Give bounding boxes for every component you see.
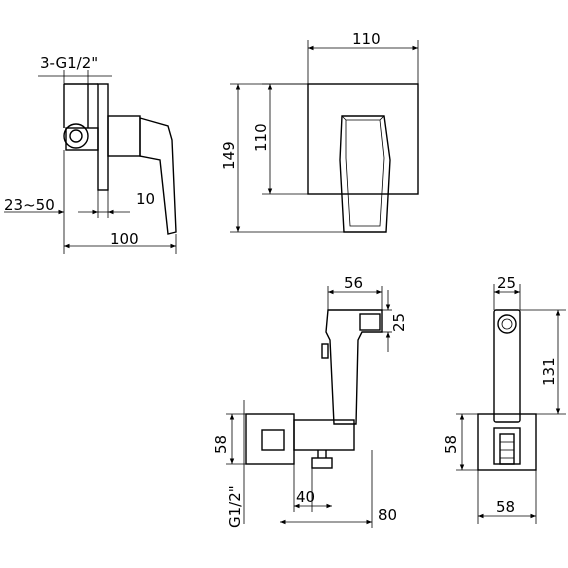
outlet-offset-label: 40 xyxy=(296,488,315,506)
mixer-front-width-label: 110 xyxy=(352,30,381,48)
mixer-front-view: 110 110 149 xyxy=(220,30,419,233)
handshower-head-width-label: 56 xyxy=(344,274,363,292)
outlet-thread xyxy=(311,457,333,469)
mixer-front-lever xyxy=(339,115,391,233)
mixer-front-height-total-label: 149 xyxy=(220,141,238,170)
front-handshower-body xyxy=(493,309,521,423)
front-bracket-plate xyxy=(477,413,537,471)
bracket-height-label: 58 xyxy=(212,435,230,454)
spray-head-icon xyxy=(497,314,517,334)
mixer-lever xyxy=(139,117,177,235)
bracket-box xyxy=(245,413,295,465)
handshower-head-height-label: 25 xyxy=(390,313,408,332)
mixer-side-view: 3-G1/2" 23~50 10 100 xyxy=(4,54,177,254)
handshower-body xyxy=(325,309,383,425)
mixer-thread-label: 3-G1/2" xyxy=(40,54,98,72)
mixer-connector-circle xyxy=(63,123,89,149)
handshower-side-view: 56 25 58 G1/2" 40 80 xyxy=(212,274,408,528)
front-bracket-width-label: 58 xyxy=(496,498,515,516)
handshower-total-depth-label: 80 xyxy=(378,506,397,524)
mixer-plate-gap-label: 10 xyxy=(136,190,155,208)
mixer-front-height-inner-label: 110 xyxy=(252,123,270,152)
mixer-front-plate xyxy=(307,83,419,195)
mixer-total-depth-label: 100 xyxy=(110,230,139,248)
mixer-wall-plate xyxy=(97,83,109,191)
front-bracket-height-label: 58 xyxy=(442,435,460,454)
handshower-front-view: 25 131 58 58 xyxy=(442,274,566,524)
mixer-body xyxy=(107,115,141,157)
handshower-thread-label: G1/2" xyxy=(226,485,244,528)
front-length-label: 131 xyxy=(540,357,558,386)
front-head-width-label: 25 xyxy=(497,274,516,292)
mixer-depth-range-label: 23~50 xyxy=(4,196,55,214)
bracket-holder xyxy=(293,419,355,451)
